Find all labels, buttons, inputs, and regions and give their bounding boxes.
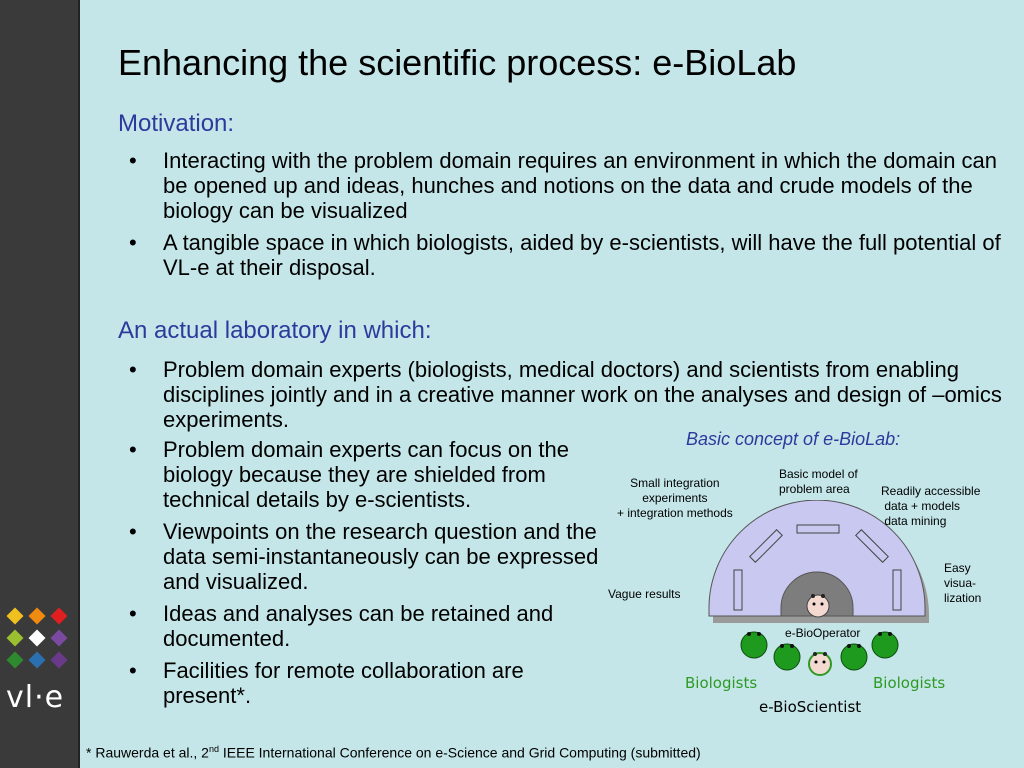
footnote: * Rauwerda et al., 2nd IEEE Internationa… — [86, 744, 701, 761]
logo-star — [28, 607, 46, 625]
logo-star — [6, 629, 24, 647]
logo-star — [28, 651, 46, 669]
biologist-avatar — [773, 643, 801, 671]
list-item: Problem domain experts (biologists, medi… — [118, 357, 1018, 432]
footnote-text: * Rauwerda et al., 2 — [86, 744, 209, 761]
screen — [749, 529, 783, 563]
slide-title: Enhancing the scientific process: e-BioL… — [118, 42, 797, 83]
laboratory-list-wide: Problem domain experts (biologists, medi… — [118, 357, 1018, 439]
list-item: Interacting with the problem domain requ… — [118, 148, 1018, 223]
footnote-text-end: IEEE International Conference on e-Scien… — [218, 744, 701, 761]
logo-star — [50, 651, 68, 669]
operator-avatar — [806, 594, 830, 618]
motivation-list: Interacting with the problem domain requ… — [118, 148, 1018, 287]
label-small-integration: Small integration experiments + integrat… — [617, 476, 733, 520]
motivation-heading: Motivation: — [118, 110, 235, 137]
diagram-title: Basic concept of e-BioLab: — [686, 429, 901, 449]
list-item: Viewpoints on the research question and … — [118, 519, 608, 594]
dome — [708, 500, 926, 617]
list-item: Problem domain experts can focus on the … — [118, 437, 608, 512]
biologist-avatar — [871, 631, 899, 659]
screen — [733, 569, 743, 611]
label-readily-accessible: Readily accessible data + models data mi… — [881, 484, 981, 528]
biolab-diagram — [708, 500, 929, 676]
label-scientist: e-BioScientist — [759, 698, 862, 716]
label-biologists-right: Biologists — [873, 674, 946, 692]
logo-stars — [6, 607, 68, 669]
screen — [796, 524, 840, 534]
label-operator: e-BioOperator — [785, 626, 861, 640]
laboratory-heading: An actual laboratory in which: — [118, 317, 432, 344]
logo-star — [50, 607, 68, 625]
list-item: A tangible space in which biologists, ai… — [118, 230, 1018, 280]
footnote-superscript: nd — [208, 744, 219, 754]
logo-star — [50, 629, 68, 647]
label-biologists-left: Biologists — [685, 674, 758, 692]
logo-star — [6, 651, 24, 669]
list-item: Ideas and analyses can be retained and d… — [118, 601, 608, 651]
biologist-avatar — [840, 643, 868, 671]
logo-star — [6, 607, 24, 625]
vle-logo-icon — [6, 607, 68, 669]
label-easy-visualization: Easy visua- lization — [944, 561, 982, 605]
scientist-avatar — [808, 652, 832, 676]
laboratory-list-narrow: Problem domain experts can focus on the … — [118, 437, 608, 715]
operator-alcove — [780, 571, 854, 617]
screen — [855, 529, 889, 563]
left-sidebar: vl·e — [0, 0, 80, 768]
label-basic-model: Basic model of problem area — [779, 467, 858, 496]
list-item: Facilities for remote collaboration are … — [118, 658, 608, 708]
biologist-avatar — [740, 631, 768, 659]
logo-text: vl·e — [6, 680, 65, 715]
label-vague-results: Vague results — [608, 587, 681, 601]
logo-star — [28, 629, 46, 647]
screen — [892, 569, 902, 611]
